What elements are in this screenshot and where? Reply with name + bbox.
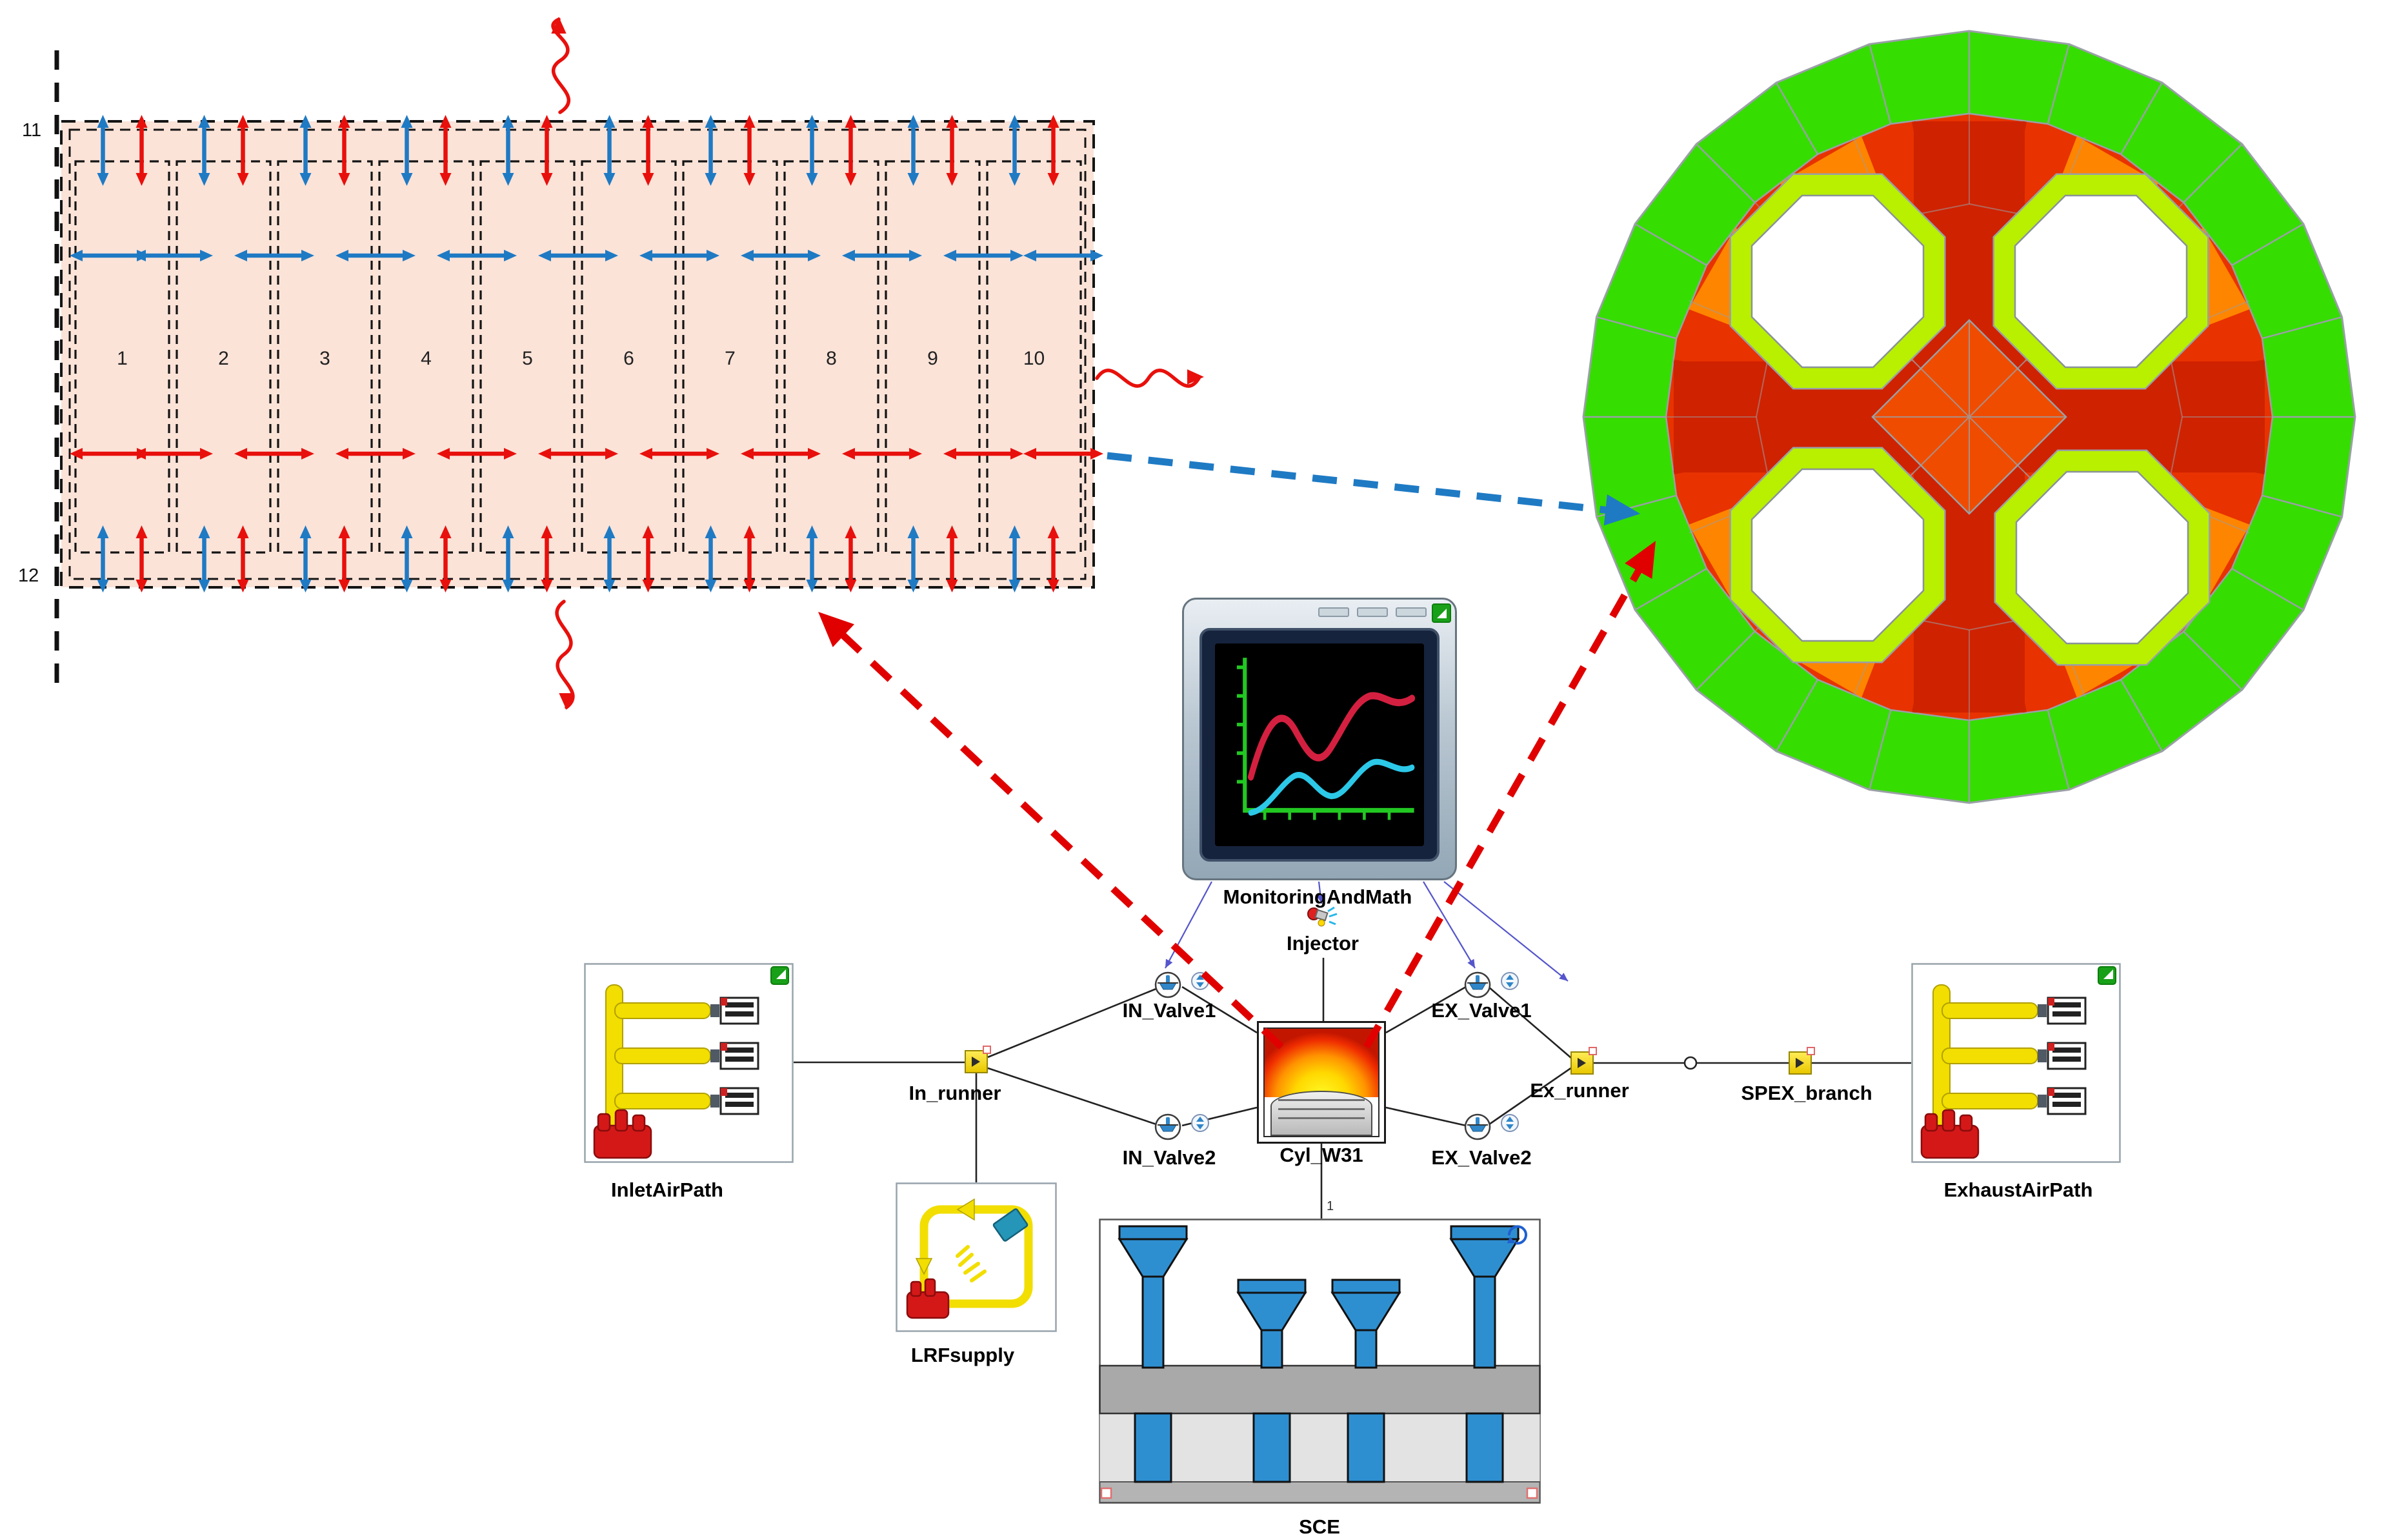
in-valve2-icon[interactable]: [1154, 1111, 1218, 1142]
boundary-label-top: 11: [22, 120, 42, 141]
svg-text:5: 5: [522, 348, 533, 369]
ex-valve1-label: EX_Valve1: [1431, 999, 1532, 1022]
runner-badge: [983, 1046, 991, 1054]
inlet-air-path-label: InletAirPath: [611, 1179, 723, 1201]
lrf-supply-label: LRFsupply: [910, 1344, 1015, 1366]
combustion-flame: [1265, 1029, 1378, 1098]
ex-valve2-icon[interactable]: [1463, 1111, 1528, 1142]
monitor-plot: [1215, 643, 1424, 846]
ex-valve2-label: EX_Valve2: [1431, 1146, 1532, 1169]
ex-runner-icon[interactable]: [1570, 1047, 1597, 1075]
spex-branch-icon[interactable]: [1789, 1047, 1815, 1075]
menu-button: [1396, 607, 1427, 617]
svg-text:2: 2: [218, 348, 229, 369]
menu-button: [1318, 607, 1349, 617]
inlet-air-path-icon[interactable]: [584, 963, 794, 1163]
sce-port-label: 1: [1327, 1199, 1334, 1213]
cyan-series: [1248, 758, 1415, 816]
runner-badge: [1589, 1047, 1597, 1055]
injector-icon[interactable]: [1307, 905, 1339, 932]
svg-text:9: 9: [927, 348, 938, 369]
cylinder-head-thermal-mesh: [1582, 30, 2356, 804]
svg-text:3: 3: [319, 348, 330, 369]
exhaust-air-path-label: ExhaustAirPath: [1943, 1179, 2093, 1201]
piston: [1270, 1091, 1373, 1136]
in-valve1-label: IN_Valve1: [1122, 999, 1216, 1022]
in-runner-label: In_runner: [908, 1082, 1001, 1104]
in-valve2-label: IN_Valve2: [1122, 1146, 1216, 1169]
monitor-menu-buttons: [1318, 607, 1427, 617]
svg-text:7: 7: [725, 348, 736, 369]
svg-text:6: 6: [623, 348, 634, 369]
injector-label: Injector: [1287, 932, 1359, 955]
svg-text:1: 1: [117, 348, 128, 369]
boundary-label-bottom: 12: [18, 565, 39, 586]
run-flag-icon: [1432, 603, 1451, 623]
sce-label: SCE: [1299, 1515, 1340, 1538]
cylinder-wall-zone-schematic: 1 2 3 4 5 6 7 8 9 10: [54, 50, 1103, 685]
lrf-supply-icon[interactable]: [896, 1182, 1057, 1332]
monitoring-and-math-icon[interactable]: [1182, 598, 1457, 880]
spex-branch-label: SPEX_branch: [1741, 1082, 1872, 1104]
exhaust-air-path-icon[interactable]: [1911, 963, 2121, 1163]
ex-valve1-icon[interactable]: [1463, 969, 1528, 1000]
sce-engine-icon[interactable]: [1099, 1219, 1541, 1504]
svg-text:4: 4: [421, 348, 432, 369]
menu-button: [1357, 607, 1388, 617]
in-runner-icon[interactable]: [965, 1046, 991, 1073]
monitor-screen: [1199, 628, 1440, 862]
svg-text:10: 10: [1023, 348, 1045, 369]
cylinder-label: Cyl_W31: [1279, 1144, 1363, 1166]
in-valve1-icon[interactable]: [1154, 969, 1218, 1000]
svg-text:8: 8: [826, 348, 837, 369]
ex-runner-label: Ex_runner: [1530, 1079, 1629, 1102]
red-series: [1247, 692, 1416, 781]
runner-badge: [1807, 1047, 1815, 1055]
monitoring-label: MonitoringAndMath: [1223, 885, 1412, 908]
